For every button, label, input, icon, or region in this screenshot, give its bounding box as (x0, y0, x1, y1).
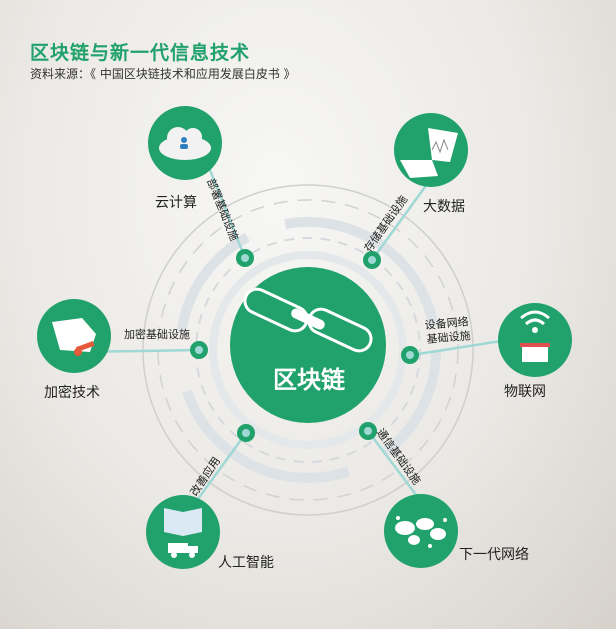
node-label-crypto: 加密技术 (44, 385, 100, 401)
key-documents-icon (52, 318, 96, 356)
connector-dots (190, 249, 419, 442)
iot-node (498, 303, 572, 377)
node-label-iot: 物联网 (504, 384, 546, 400)
laptop-chart-icon (400, 128, 458, 178)
big-data-node (394, 113, 468, 187)
cloud-computing-node (148, 106, 222, 180)
book-truck-icon (164, 508, 202, 558)
center-node (230, 267, 386, 423)
world-network-icon (395, 516, 447, 548)
connector-label-crypto: 加密基础设施 (124, 328, 190, 341)
node-label-network: 下一代网络 (459, 547, 529, 563)
node-label-bigdata: 大数据 (423, 199, 465, 215)
crypto-node (37, 299, 111, 373)
wifi-basket-icon (520, 310, 550, 326)
diagram-title: 区块链与新一代信息技术 (30, 42, 251, 64)
ai-node (146, 495, 220, 569)
node-label-cloud: 云计算 (155, 195, 197, 211)
source-citation: 资料来源：《 中国区块链技术和应用发展白皮书 》 (30, 67, 296, 81)
node-label-ai: 人工智能 (218, 555, 274, 571)
center-label: 区块链 (273, 366, 345, 394)
cloud-user-icon (159, 127, 211, 160)
next-gen-network-node (384, 494, 458, 568)
